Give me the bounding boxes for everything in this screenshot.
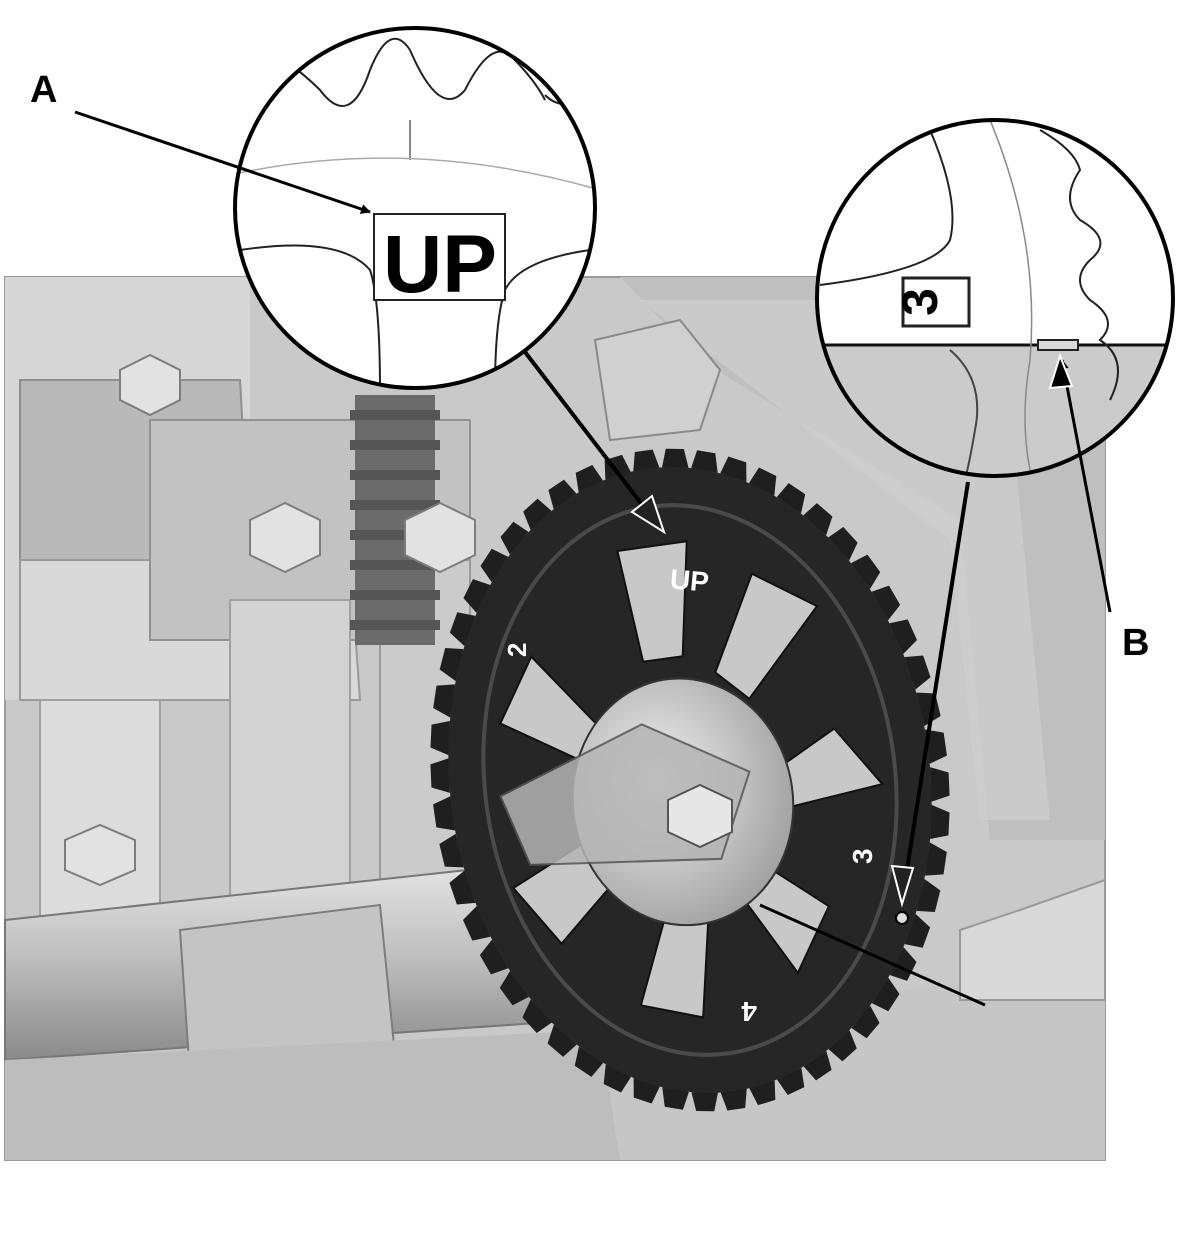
zoom-b-arrowhead	[890, 864, 915, 908]
sprocket-tooth	[749, 1080, 776, 1106]
sprocket-tooth	[433, 796, 456, 831]
sprocket-tooth	[500, 521, 529, 555]
sprocket-tooth	[499, 970, 529, 1006]
sprocket-tooth	[871, 585, 901, 621]
sprocket-tooth	[803, 1050, 832, 1081]
sprocket-tooth	[633, 1077, 660, 1104]
sprocket-tooth	[851, 1005, 880, 1039]
sprocket-tooth	[548, 479, 577, 510]
zoom-detail-b: 3	[815, 118, 1175, 478]
gear-mark-2: 2	[502, 643, 532, 657]
sprocket-tooth	[828, 1030, 857, 1062]
sprocket-tooth	[924, 729, 947, 764]
leader-lines	[74, 110, 1112, 908]
sprocket-tooth	[662, 448, 689, 468]
sprocket-tooth	[574, 1046, 604, 1077]
sprocket-tooth	[904, 655, 931, 690]
sprocket-tooth	[924, 842, 947, 876]
callout-a-arrow	[74, 110, 371, 214]
sprocket-tooth	[462, 905, 491, 941]
sprocket-tooth	[889, 619, 918, 655]
sprocket-tooth	[463, 579, 491, 613]
sprocket-tooth	[430, 720, 450, 756]
sprocket-tooth	[430, 758, 450, 793]
zoom-a-arrowhead	[630, 494, 666, 535]
callout-b-arrowhead	[1048, 353, 1074, 390]
sprocket-tooth	[604, 454, 631, 480]
sprocket-tooth	[777, 1067, 805, 1096]
sprocket-tooth	[479, 939, 509, 975]
callout-b-arrow	[1058, 359, 1112, 613]
sprocket-tooth	[871, 977, 900, 1012]
callout-label-b: B	[1122, 622, 1149, 664]
sprocket-tooth	[904, 913, 931, 948]
sprocket-tooth	[720, 1088, 747, 1111]
sprocket-tooth	[633, 449, 660, 472]
sprocket-tooth	[523, 498, 552, 530]
sprocket-tooth	[522, 999, 552, 1033]
gear-mark-3: 3	[847, 848, 878, 864]
sprocket-tooth	[720, 456, 747, 483]
sprocket-tooth	[776, 483, 806, 514]
sprocket-tooth	[930, 804, 950, 840]
sprocket-tooth	[547, 1024, 577, 1057]
sprocket-tooth	[603, 1064, 632, 1093]
callout-label-a: A	[30, 69, 57, 111]
zoom-b-mark: 3	[892, 288, 948, 316]
zoom-a-mark: UP	[383, 219, 497, 310]
sprocket-tooth	[851, 554, 881, 590]
sprocket-tooth	[480, 548, 509, 583]
sprocket-tooth	[930, 767, 950, 802]
sprocket-tooth	[748, 467, 777, 496]
sprocket-tooth	[691, 1092, 718, 1112]
timing-index-mark	[895, 911, 909, 925]
sprocket-tooth	[803, 503, 833, 536]
zoom-a-arrow	[523, 350, 662, 530]
gear-mark-4: 4	[741, 996, 757, 1027]
sprocket-tooth	[449, 870, 476, 905]
sprocket-tooth	[662, 1087, 689, 1110]
gear-mark-up: UP	[669, 563, 710, 597]
sprocket-tooth	[575, 464, 603, 493]
zoom-detail-a: UP	[233, 26, 597, 390]
zoom-b-arrow	[899, 481, 970, 896]
cam-sprocket: UP 2 3 4	[430, 448, 986, 1112]
sprocket-tooth	[691, 450, 718, 473]
sprocket-tooth	[433, 684, 456, 718]
sprocket-tooth	[449, 612, 476, 647]
sprocket-tooth	[828, 527, 858, 561]
